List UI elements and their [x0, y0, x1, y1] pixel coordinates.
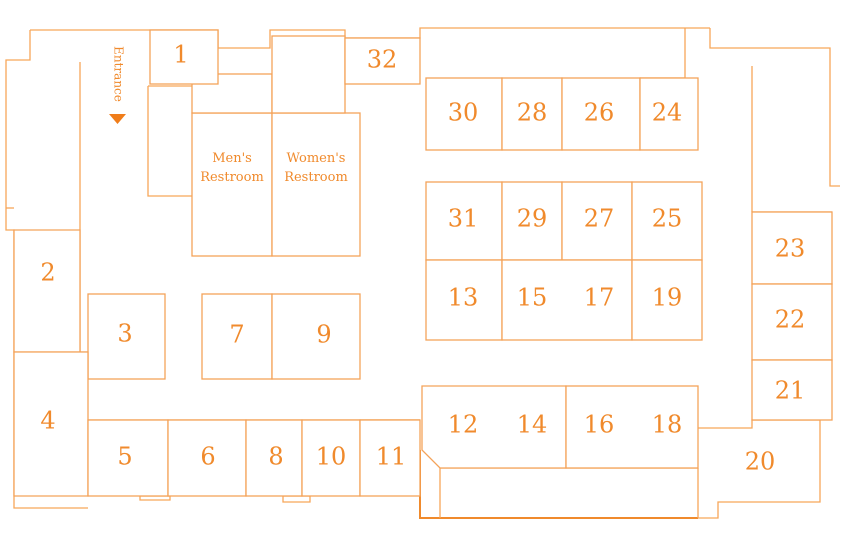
booth-13[interactable]	[425, 259, 503, 341]
booth-label-23: 23	[775, 235, 806, 263]
booth-7[interactable]	[201, 293, 273, 380]
booth-label-7: 7	[229, 321, 244, 349]
booth-31[interactable]	[425, 181, 503, 261]
restroom-block: Men's Restroom Women's Restroom	[191, 35, 361, 257]
booth-16-18[interactable]	[565, 385, 699, 469]
booth-label-31: 31	[448, 205, 479, 233]
booth-30[interactable]	[425, 77, 503, 151]
booth-label-10: 10	[316, 443, 347, 471]
booth-label-24: 24	[652, 99, 683, 127]
booth-label-1: 1	[173, 41, 188, 69]
booth-10[interactable]	[301, 419, 361, 497]
booth-label-20: 20	[745, 448, 776, 476]
booth-12-14[interactable]	[421, 385, 567, 469]
booth-label-19: 19	[652, 284, 683, 312]
booth-2[interactable]	[13, 229, 81, 353]
booth-label-11: 11	[376, 443, 407, 471]
booth-label-14: 14	[517, 411, 548, 439]
booth-shapes	[13, 29, 833, 497]
booth-label-32: 32	[367, 46, 398, 74]
entrance-label: Entrance	[112, 46, 126, 102]
booth-3[interactable]	[87, 293, 166, 380]
booth-19[interactable]	[631, 259, 703, 341]
womens-restroom-label-line2: Restroom	[284, 170, 348, 185]
womens-restroom	[271, 112, 361, 257]
booth-label-13: 13	[448, 284, 479, 312]
restroom-corridor-right	[271, 35, 346, 114]
booth-label-9: 9	[316, 321, 331, 349]
booth-label-17: 17	[584, 284, 615, 312]
booth-5[interactable]	[87, 419, 169, 497]
mens-restroom-label-line1: Men's	[212, 151, 252, 166]
booth-1[interactable]	[149, 29, 219, 85]
booth-28[interactable]	[501, 77, 563, 151]
booth-label-18: 18	[652, 411, 683, 439]
booth-9[interactable]	[271, 293, 361, 380]
entrance-marker: Entrance	[109, 46, 126, 124]
booth-label-4: 4	[40, 407, 55, 435]
booth-label-6: 6	[200, 443, 215, 471]
booth-29[interactable]	[501, 181, 563, 261]
womens-restroom-label-line1: Women's	[287, 151, 346, 166]
booth-label-21: 21	[775, 377, 806, 405]
mens-restroom-label-line2: Restroom	[200, 170, 264, 185]
booth-21[interactable]	[751, 359, 833, 421]
booth-label-29: 29	[517, 205, 548, 233]
booth-11[interactable]	[359, 419, 421, 497]
booth-label-12: 12	[448, 411, 479, 439]
booth-8[interactable]	[245, 419, 303, 497]
booth-label-27: 27	[584, 205, 615, 233]
booth-label-26: 26	[584, 99, 615, 127]
booth-6[interactable]	[167, 419, 247, 497]
booth-22[interactable]	[751, 283, 833, 361]
booth-label-8: 8	[268, 443, 283, 471]
booth-label-22: 22	[775, 306, 806, 334]
arrow-down-icon	[109, 114, 126, 124]
booth-32[interactable]	[344, 37, 421, 85]
booth-label-16: 16	[584, 411, 615, 439]
booth-label-25: 25	[652, 205, 683, 233]
booth-labels: 1 32 2 3 4 7 9 5 6 8 10 11 30 28 26 24 3…	[40, 41, 805, 476]
booth-label-30: 30	[448, 99, 479, 127]
booth-label-5: 5	[117, 443, 132, 471]
booth-26[interactable]	[561, 77, 641, 151]
booth-label-3: 3	[117, 320, 132, 348]
booth-label-15: 15	[517, 284, 548, 312]
booth-label-28: 28	[517, 99, 548, 127]
booth-24[interactable]	[639, 77, 699, 151]
booth-label-2: 2	[40, 259, 55, 287]
